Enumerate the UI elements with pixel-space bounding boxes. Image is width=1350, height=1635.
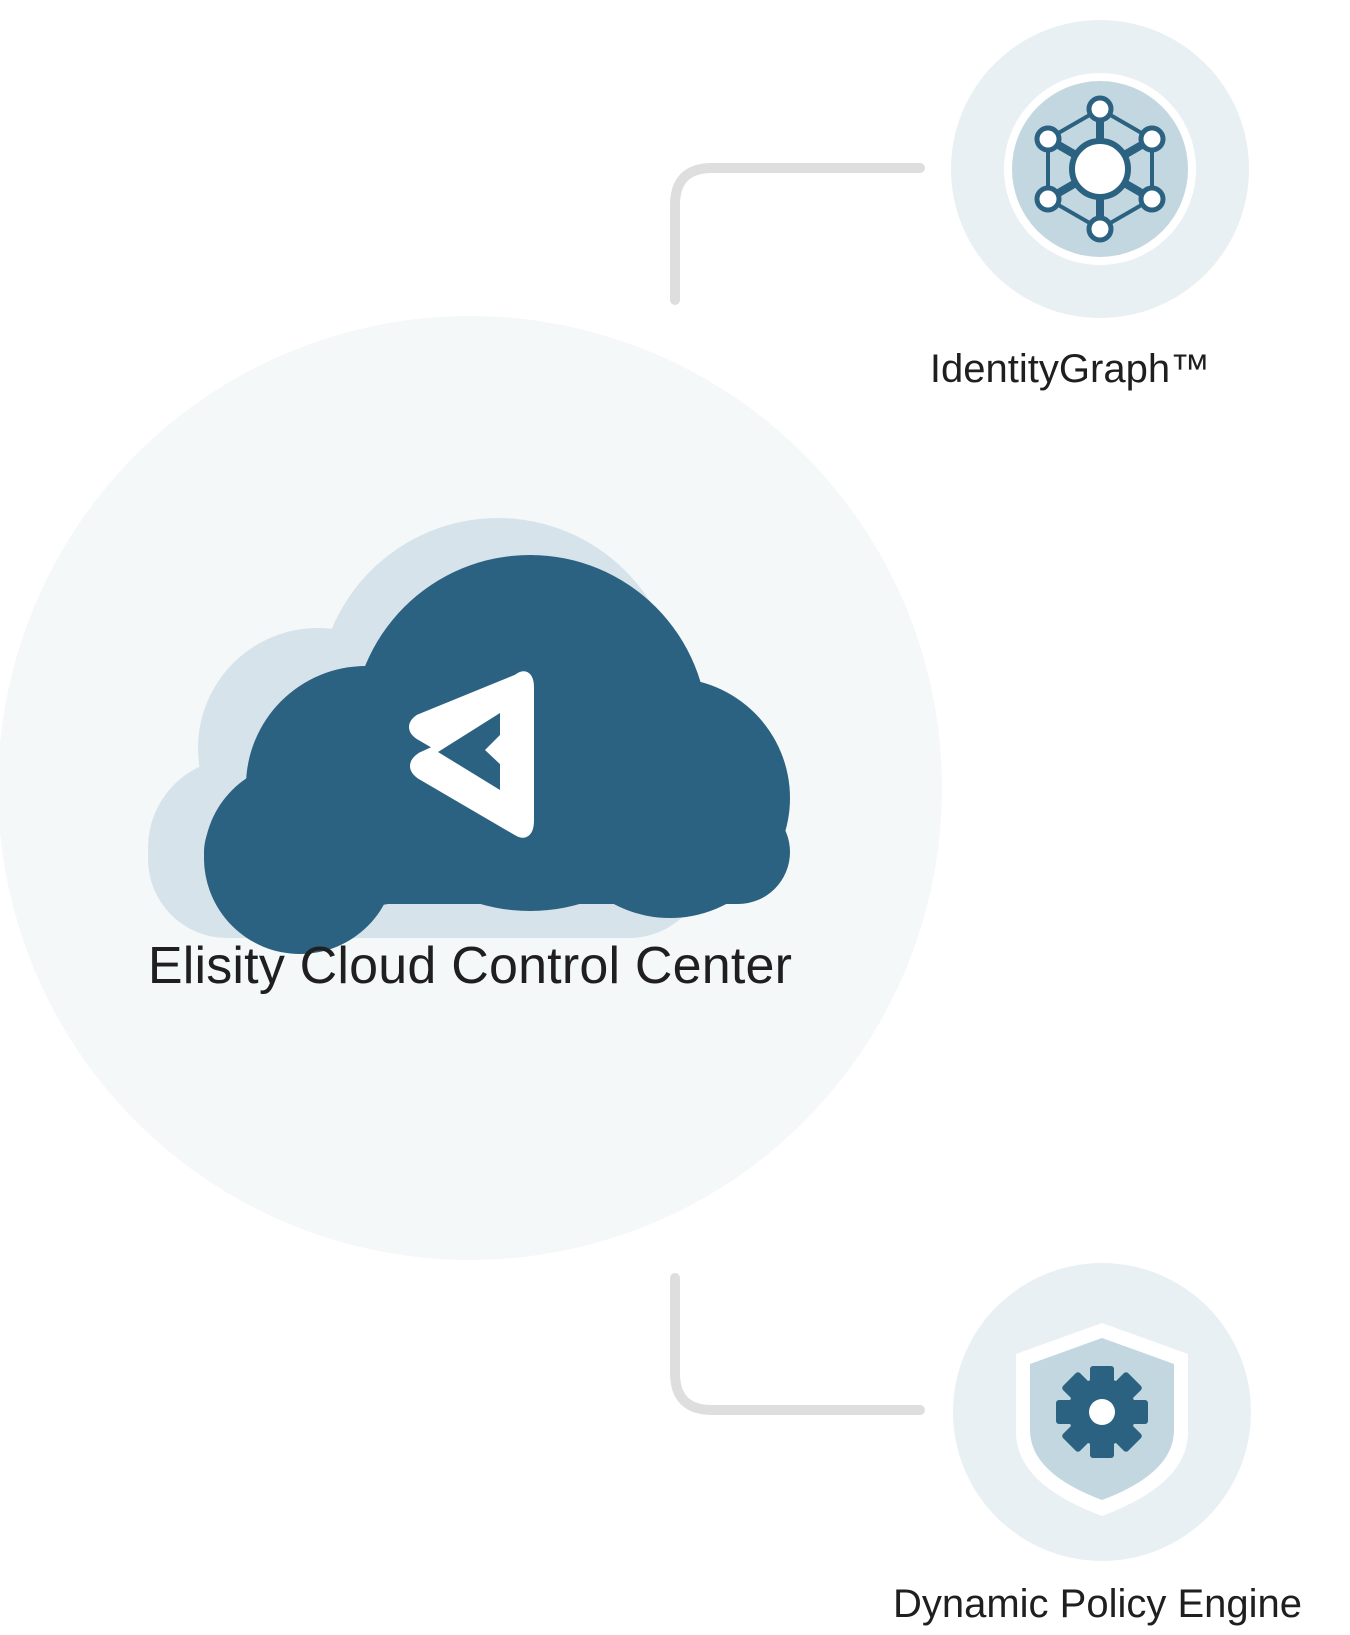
policy-engine-label: Dynamic Policy Engine [892, 1582, 1303, 1626]
main-node-title: Elisity Cloud Control Center [147, 937, 793, 995]
identity-graph-label: IdentityGraph™ [929, 347, 1211, 391]
connector-bottom [670, 1273, 925, 1415]
identity-graph-node [951, 20, 1249, 318]
connector-top [670, 163, 925, 305]
elisity-logo-icon [409, 671, 534, 838]
shield-gear-icon [1056, 1366, 1148, 1458]
network-graph-icon [1034, 95, 1166, 243]
policy-engine-node [953, 1263, 1251, 1561]
